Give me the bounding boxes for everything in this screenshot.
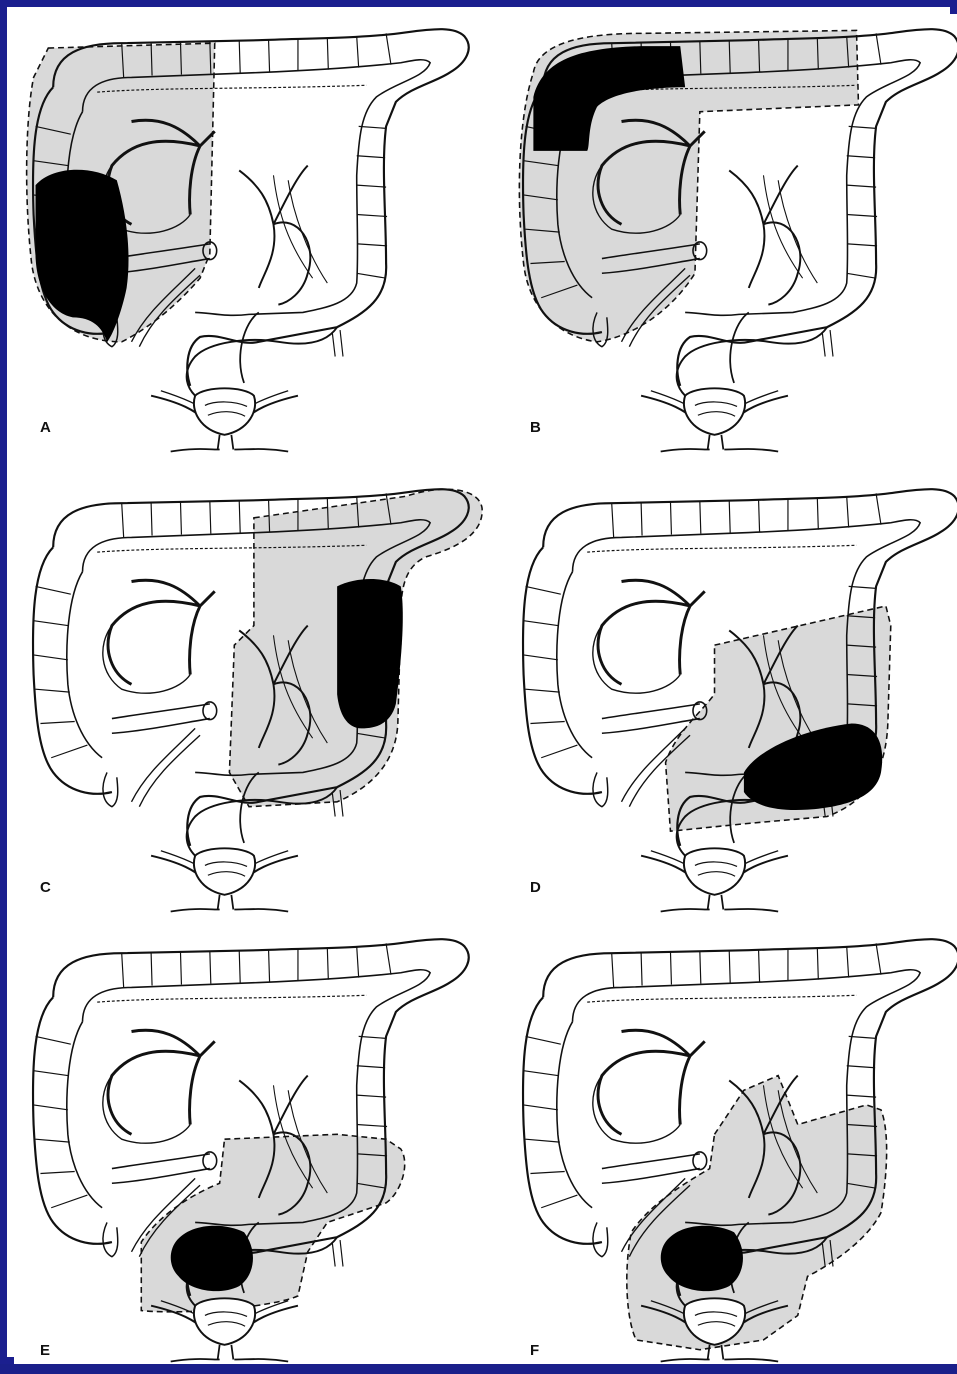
- panel-label: F: [530, 1342, 539, 1359]
- colon-diagram: [504, 474, 957, 924]
- panel-f: F: [504, 924, 957, 1374]
- colon-diagram: [504, 14, 957, 464]
- panel-a: A: [14, 14, 484, 464]
- panel-c: C: [14, 474, 484, 924]
- panel-label: A: [40, 419, 51, 436]
- tumor-mass: [36, 170, 129, 342]
- panel-d: D: [504, 474, 957, 924]
- panel-label: D: [530, 879, 541, 896]
- panel-label: E: [40, 1342, 50, 1359]
- colon-diagram: [504, 924, 957, 1374]
- panel-label: B: [530, 419, 541, 436]
- colon-diagram: [14, 14, 484, 464]
- panel-label: C: [40, 879, 51, 896]
- tumor-mass: [337, 579, 403, 728]
- colon-diagram: [14, 474, 484, 924]
- colon-diagram: [14, 924, 484, 1374]
- figure-stage: A B C D E F: [14, 14, 957, 1364]
- panel-b: B: [504, 14, 957, 464]
- panel-e: E: [14, 924, 484, 1374]
